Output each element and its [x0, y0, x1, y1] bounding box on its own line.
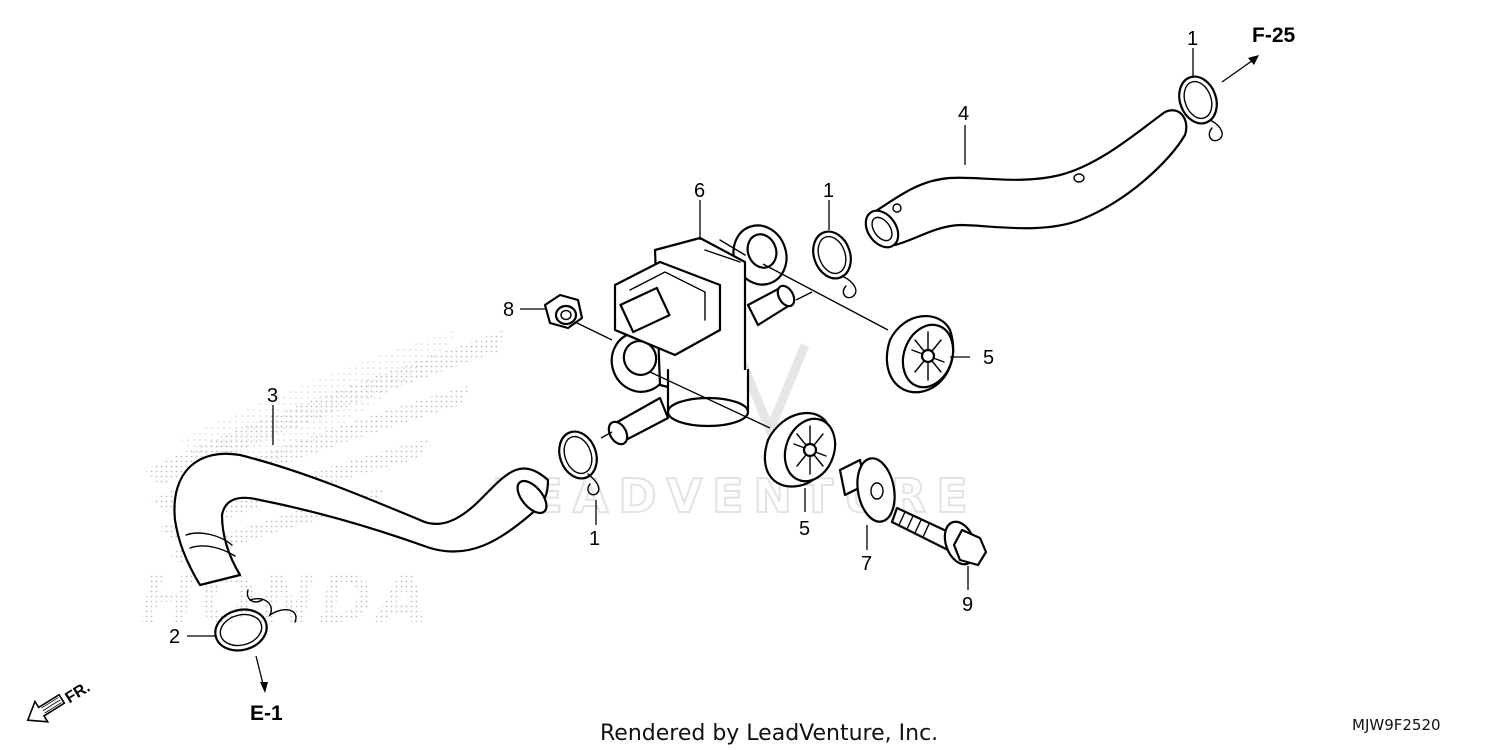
- reference-f25-arrow: [1221, 55, 1259, 83]
- leader-lines: [187, 48, 1194, 637]
- callout-6[interactable]: 6: [694, 180, 705, 202]
- flange-bolt-part-9[interactable]: [890, 506, 988, 568]
- callout-1-middle[interactable]: 1: [823, 180, 834, 202]
- clamp-part-1-middle[interactable]: [807, 226, 857, 299]
- reference-e1-arrow: [255, 655, 268, 693]
- callout-8[interactable]: 8: [503, 299, 514, 321]
- front-direction-arrow: FR.: [26, 679, 93, 723]
- collar-washer-part-7[interactable]: [838, 455, 899, 524]
- honda-logo-watermark: HONDA: [140, 561, 432, 638]
- nut-collar-part-8[interactable]: [543, 293, 584, 330]
- callout-2[interactable]: 2: [169, 626, 180, 648]
- front-direction-label: FR.: [62, 679, 93, 707]
- reference-f-25[interactable]: F-25: [1252, 24, 1296, 47]
- air-injection-valve-part-6[interactable]: [603, 218, 797, 447]
- reference-e-1[interactable]: E-1: [250, 702, 283, 725]
- callout-4[interactable]: 4: [958, 103, 969, 125]
- callout-1-lower[interactable]: 1: [589, 528, 600, 550]
- hose-part-3[interactable]: [173, 452, 551, 587]
- clamp-part-2[interactable]: [211, 589, 297, 656]
- rendered-by-credit: Rendered by LeadVenture, Inc.: [600, 721, 938, 746]
- callout-1-top[interactable]: 1: [1187, 28, 1198, 50]
- callout-5-upper[interactable]: 5: [983, 347, 994, 369]
- callout-7[interactable]: 7: [861, 553, 872, 575]
- clamp-part-1-top[interactable]: [1173, 71, 1223, 142]
- callout-9[interactable]: 9: [962, 594, 973, 616]
- clamp-part-1-lower[interactable]: [553, 426, 603, 496]
- hose-part-4[interactable]: [859, 109, 1188, 253]
- callout-3[interactable]: 3: [267, 385, 278, 407]
- diagram-code: MJW9F2520: [1352, 716, 1441, 734]
- callout-5-lower[interactable]: 5: [799, 518, 810, 540]
- grommet-part-5-lower[interactable]: [763, 411, 844, 489]
- grommet-part-5-upper[interactable]: [885, 315, 962, 394]
